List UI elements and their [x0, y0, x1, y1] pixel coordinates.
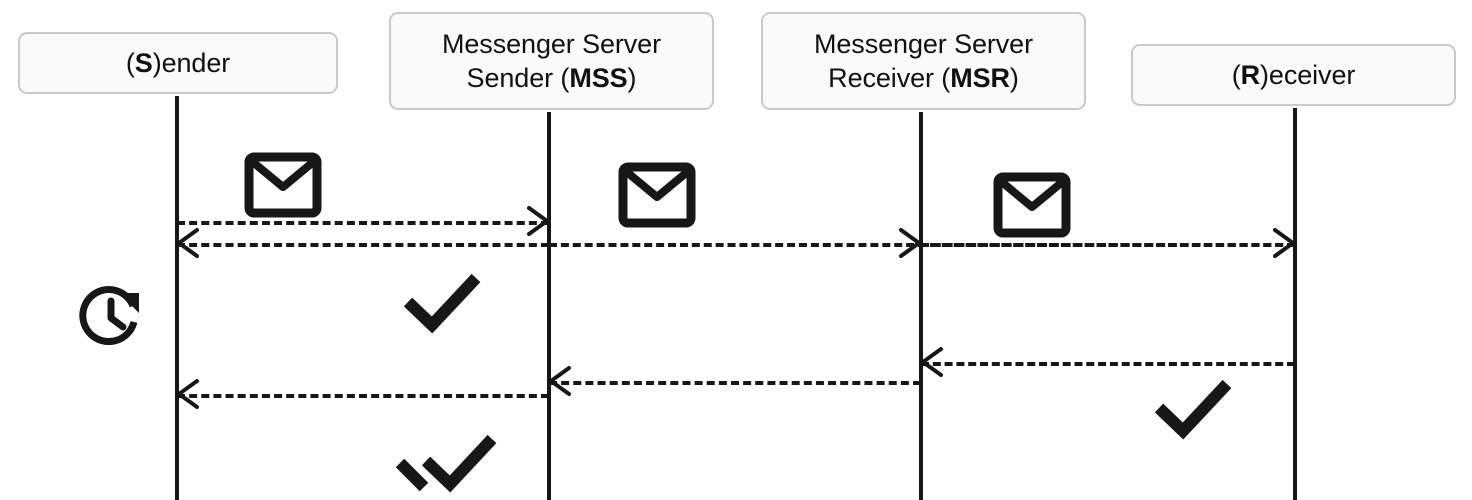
message-line-receiver-to-msr [921, 362, 1295, 366]
message-line-mss-to-sender-ack [177, 243, 549, 247]
message-line-msr-to-mss [549, 381, 921, 385]
retry-clock-icon [76, 281, 146, 351]
lifeline-mss [547, 112, 551, 500]
single-check-icon [402, 272, 484, 334]
lifeline-sender [175, 96, 179, 500]
envelope-icon [993, 172, 1071, 238]
participant-box-receiver[interactable]: (R)eceiver [1131, 44, 1456, 106]
envelope-icon [618, 162, 696, 228]
envelope-icon [244, 152, 322, 218]
participant-label-sender: (S)ender [125, 48, 231, 78]
single-check-icon [1153, 378, 1235, 440]
message-line-mss-to-sender [177, 394, 549, 398]
lifeline-msr [919, 112, 923, 500]
double-check-icon [395, 431, 506, 500]
participant-label-receiver: (R)eceiver [1231, 60, 1356, 90]
lifeline-receiver [1293, 108, 1297, 500]
participant-box-sender[interactable]: (S)ender [18, 32, 338, 94]
message-line-msr-to-receiver [921, 243, 1295, 247]
message-line-sender-to-mss [177, 221, 549, 225]
